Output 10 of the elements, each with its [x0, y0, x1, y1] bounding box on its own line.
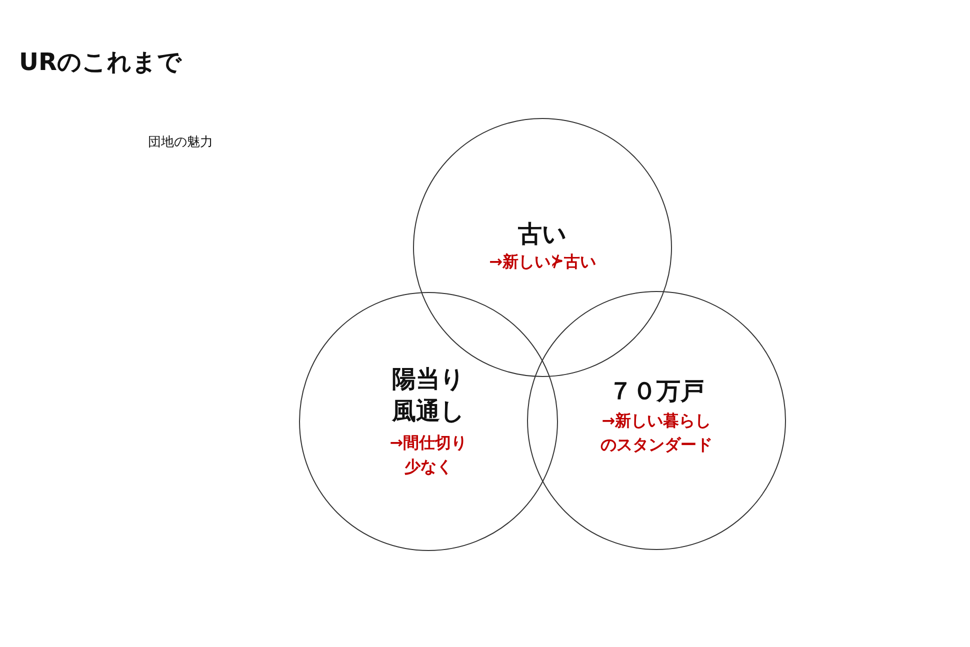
page-title: URのこれまで: [19, 47, 182, 78]
circle-heading: ７０万戸: [608, 376, 704, 407]
venn-circle: [299, 292, 558, 551]
circle-note: →新しい⊁古い: [489, 251, 596, 273]
section-label: 団地の魅力: [148, 134, 213, 152]
circle-heading: 古い: [518, 219, 567, 250]
circle-note: →新しい暮らしのスタンダード: [600, 410, 714, 456]
circle-note: →間仕切り少なく: [388, 432, 468, 478]
venn-circle: [527, 291, 786, 550]
circle-heading: 陽当り風通し: [390, 364, 466, 427]
